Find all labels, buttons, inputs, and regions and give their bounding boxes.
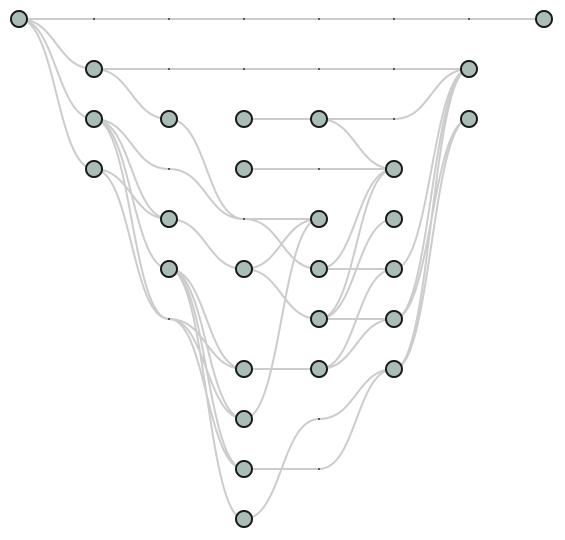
- graph-node-n1[interactable]: [535, 10, 553, 28]
- edge-bend-point: [168, 168, 170, 170]
- edge-27: [318, 168, 395, 270]
- edge-bend-point: [168, 18, 170, 20]
- edge-14: [168, 268, 245, 370]
- edge-3: [18, 18, 95, 170]
- graph-node-n19[interactable]: [310, 310, 328, 328]
- edge-bend-point: [468, 18, 470, 20]
- edge-layer: [18, 18, 544, 520]
- edge-10: [93, 168, 170, 220]
- graph-node-n20[interactable]: [385, 310, 403, 328]
- edge-2: [18, 18, 95, 120]
- edge-5: [93, 68, 170, 120]
- graph-node-n0[interactable]: [10, 10, 28, 28]
- graph-node-n24[interactable]: [235, 410, 253, 428]
- edge-23: [243, 218, 320, 420]
- graph-node-n17[interactable]: [310, 260, 328, 278]
- edge-15: [168, 268, 245, 420]
- edge-18: [168, 318, 245, 470]
- graph-node-n13[interactable]: [310, 210, 328, 228]
- edge-bend-point: [243, 18, 245, 20]
- edge-1: [18, 18, 95, 70]
- edge-bend-point: [318, 418, 320, 420]
- graph-node-n8[interactable]: [460, 110, 478, 128]
- graph-node-n22[interactable]: [310, 360, 328, 378]
- graph-node-n7[interactable]: [310, 110, 328, 128]
- edge-bend-point: [318, 468, 320, 470]
- edge-32: [393, 118, 470, 370]
- edge-bend-point: [168, 68, 170, 70]
- graph-node-n15[interactable]: [160, 260, 178, 278]
- edge-29: [318, 218, 395, 320]
- edge-bend-point: [93, 18, 95, 20]
- edge-bend-point: [168, 318, 170, 320]
- graph-node-n10[interactable]: [235, 160, 253, 178]
- edge-13: [168, 68, 470, 321]
- bend-point-layer: [93, 18, 470, 470]
- edge-21: [243, 218, 320, 270]
- edge-bend-point: [318, 68, 320, 70]
- edge-bend-point: [243, 68, 245, 70]
- node-layer: [10, 10, 553, 528]
- graph-node-n25[interactable]: [235, 460, 253, 478]
- edge-bend-point: [393, 68, 395, 70]
- edge-30: [318, 318, 395, 370]
- edge-28: [318, 168, 395, 320]
- edge-7: [93, 118, 170, 220]
- edge-bend-point: [393, 18, 395, 20]
- graph-node-n18[interactable]: [385, 260, 403, 278]
- graph-node-n5[interactable]: [160, 110, 178, 128]
- graph-node-n2[interactable]: [85, 60, 103, 78]
- edge-24: [243, 368, 395, 520]
- graph-node-n16[interactable]: [235, 260, 253, 278]
- edge-6: [93, 118, 319, 221]
- edge-33: [318, 268, 395, 370]
- graph-node-n12[interactable]: [160, 210, 178, 228]
- graph-node-n4[interactable]: [85, 110, 103, 128]
- edge-bend-point: [393, 118, 395, 120]
- edge-25: [318, 68, 470, 121]
- graph-node-n9[interactable]: [85, 160, 103, 178]
- edge-11: [93, 168, 245, 420]
- edge-26: [318, 118, 395, 170]
- edge-bend-point: [243, 218, 245, 220]
- graph-node-n14[interactable]: [385, 210, 403, 228]
- edge-bend-point: [318, 18, 320, 20]
- graph-node-n3[interactable]: [460, 60, 478, 78]
- edge-bend-point: [318, 168, 320, 170]
- graph-node-n11[interactable]: [385, 160, 403, 178]
- graph-node-n23[interactable]: [385, 360, 403, 378]
- graph-node-n6[interactable]: [235, 110, 253, 128]
- graph-node-n26[interactable]: [235, 510, 253, 528]
- graph-node-n21[interactable]: [235, 360, 253, 378]
- edge-31: [393, 118, 470, 320]
